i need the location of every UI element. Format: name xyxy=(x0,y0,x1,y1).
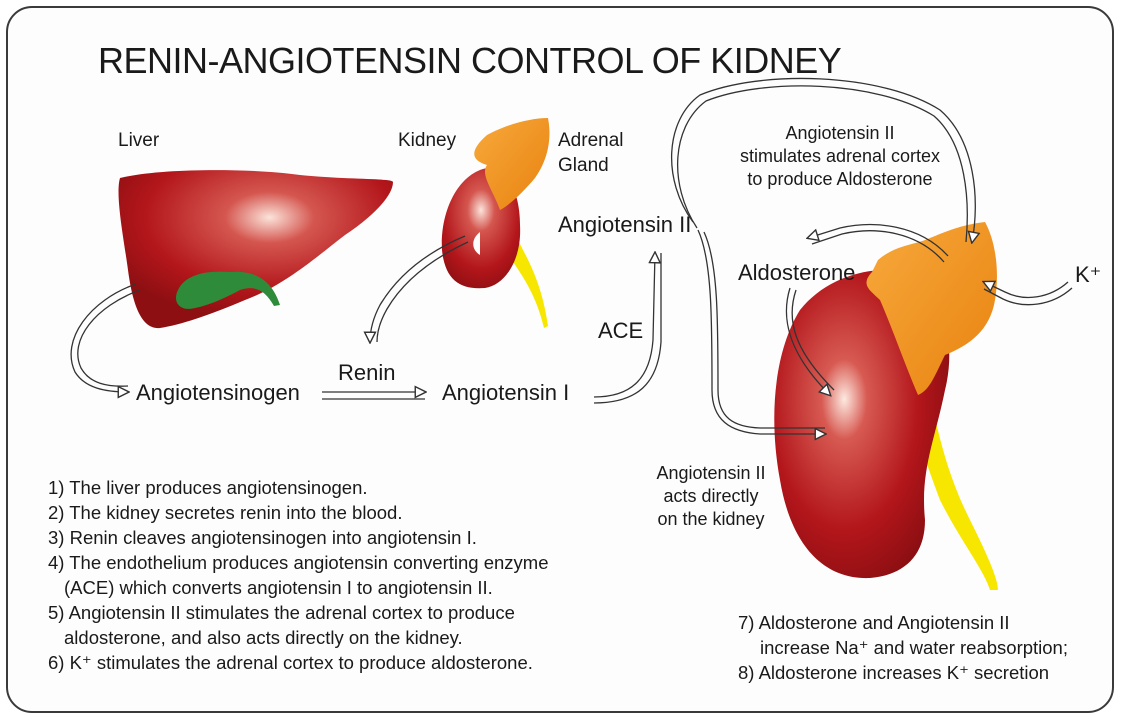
aldosterone-label: Aldosterone xyxy=(738,260,855,286)
step-item: 2) The kidney secretes renin into the bl… xyxy=(48,500,549,525)
angiotensin-1-label: Angiotensin I xyxy=(442,380,569,406)
step-item: 4) The endothelium produces angiotensin … xyxy=(48,550,549,575)
steps-list-right: 7) Aldosterone and Angiotensin II increa… xyxy=(738,610,1068,685)
annotation-line: stimulates adrenal cortex xyxy=(730,145,950,168)
step-item: 6) K⁺ stimulates the adrenal cortex to p… xyxy=(48,650,549,675)
annotation-line: acts directly xyxy=(636,485,786,508)
kidney-label: Kidney xyxy=(398,130,456,152)
liver-organ xyxy=(119,170,393,328)
direct-kidney-annotation: Angiotensin II acts directly on the kidn… xyxy=(636,462,786,531)
renin-label: Renin xyxy=(338,360,395,386)
steps-list: 1) The liver produces angiotensinogen. 2… xyxy=(48,475,549,675)
angiotensin-2-label: Angiotensin II xyxy=(558,212,691,238)
step-item: aldosterone, and also acts directly on t… xyxy=(48,625,549,650)
adrenal-label-line1: Adrenal xyxy=(558,130,624,152)
annotation-line: to produce Aldosterone xyxy=(730,168,950,191)
adrenal-stimulus-annotation: Angiotensin II stimulates adrenal cortex… xyxy=(730,122,950,191)
annotation-line: Angiotensin II xyxy=(636,462,786,485)
annotation-line: Angiotensin II xyxy=(730,122,950,145)
adrenal-label-line2: Gland xyxy=(558,155,609,177)
annotation-line: on the kidney xyxy=(636,508,786,531)
potassium-label: K⁺ xyxy=(1075,262,1101,288)
step-item: 5) Angiotensin II stimulates the adrenal… xyxy=(48,600,549,625)
page-title: RENIN-ANGIOTENSIN CONTROL OF KIDNEY xyxy=(98,40,841,82)
step-item: (ACE) which converts angiotensin I to an… xyxy=(48,575,549,600)
step-item: 3) Renin cleaves angiotensinogen into an… xyxy=(48,525,549,550)
angiotensinogen-label: Angiotensinogen xyxy=(136,380,300,406)
step-item: 7) Aldosterone and Angiotensin II xyxy=(738,610,1068,635)
liver-label: Liver xyxy=(118,130,159,152)
step-item: increase Na⁺ and water reabsorption; xyxy=(738,635,1068,660)
step-item: 1) The liver produces angiotensinogen. xyxy=(48,475,549,500)
step-item: 8) Aldosterone increases K⁺ secretion xyxy=(738,660,1068,685)
ace-label: ACE xyxy=(598,318,643,344)
